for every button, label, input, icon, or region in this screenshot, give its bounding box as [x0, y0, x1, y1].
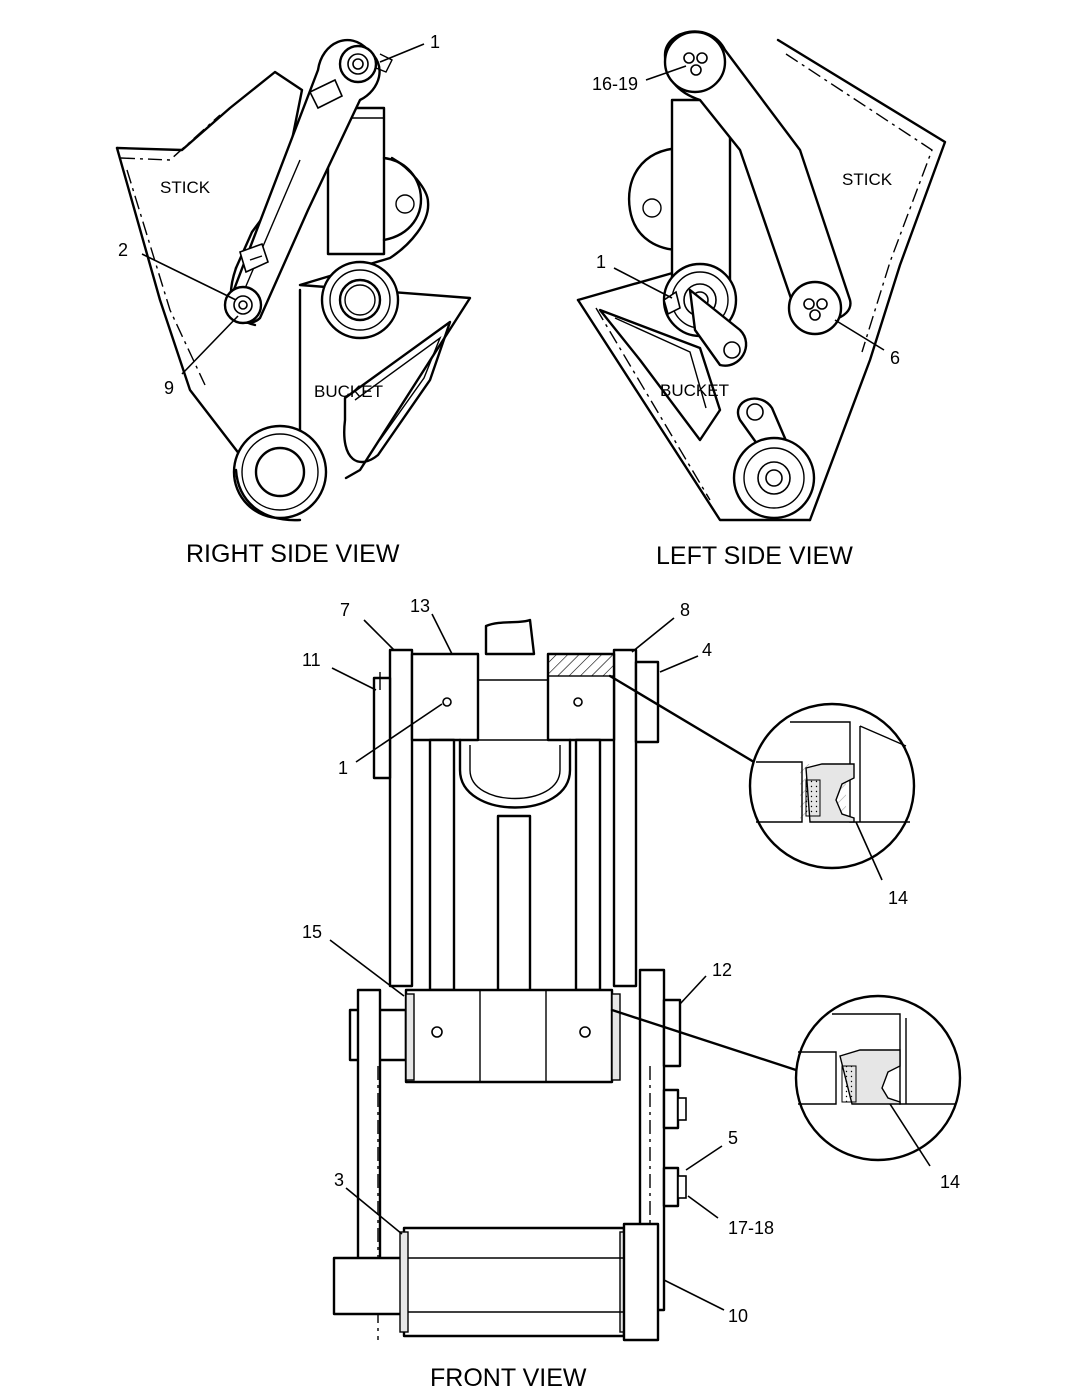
left-side-view: STICK BUCKET 16-19 1 6 LEFT SIDE VIEW — [576, 30, 947, 570]
right-stick-label: STICK — [160, 178, 211, 197]
callout-rs-1: 1 — [430, 32, 440, 52]
callout-rs-9: 9 — [164, 378, 174, 398]
right-bucket-label: BUCKET — [314, 382, 383, 401]
callout-fv-10: 10 — [728, 1306, 748, 1326]
front-view: 7 13 8 11 4 1 14 15 12 14 5 3 17-18 10 F… — [302, 596, 962, 1392]
callout-ls-16-19: 16-19 — [592, 74, 638, 94]
callout-fv-14-bottom: 14 — [940, 1172, 960, 1192]
callout-fv-4: 4 — [702, 640, 712, 660]
right-side-view: STICK BUCKET 1 2 9 RIGHT SIDE VIEW — [115, 32, 472, 568]
callout-fv-1: 1 — [338, 758, 348, 778]
callout-rs-2: 2 — [118, 240, 128, 260]
callout-ls-6: 6 — [890, 348, 900, 368]
callout-fv-15: 15 — [302, 922, 322, 942]
callout-ls-1: 1 — [596, 252, 606, 272]
front-view-title: FRONT VIEW — [430, 1364, 587, 1392]
left-stick-label: STICK — [842, 170, 893, 189]
callout-fv-5: 5 — [728, 1128, 738, 1148]
callout-fv-17-18: 17-18 — [728, 1218, 774, 1238]
callout-fv-14-top: 14 — [888, 888, 908, 908]
left-bucket-label: BUCKET — [660, 381, 729, 400]
callout-fv-11: 11 — [302, 650, 321, 670]
callout-fv-12: 12 — [712, 960, 732, 980]
callout-fv-13: 13 — [410, 596, 430, 616]
callout-fv-8: 8 — [680, 600, 690, 620]
right-side-view-title: RIGHT SIDE VIEW — [186, 540, 400, 568]
callout-fv-3: 3 — [334, 1170, 344, 1190]
left-side-view-title: LEFT SIDE VIEW — [656, 542, 853, 570]
callout-fv-7: 7 — [340, 600, 350, 620]
